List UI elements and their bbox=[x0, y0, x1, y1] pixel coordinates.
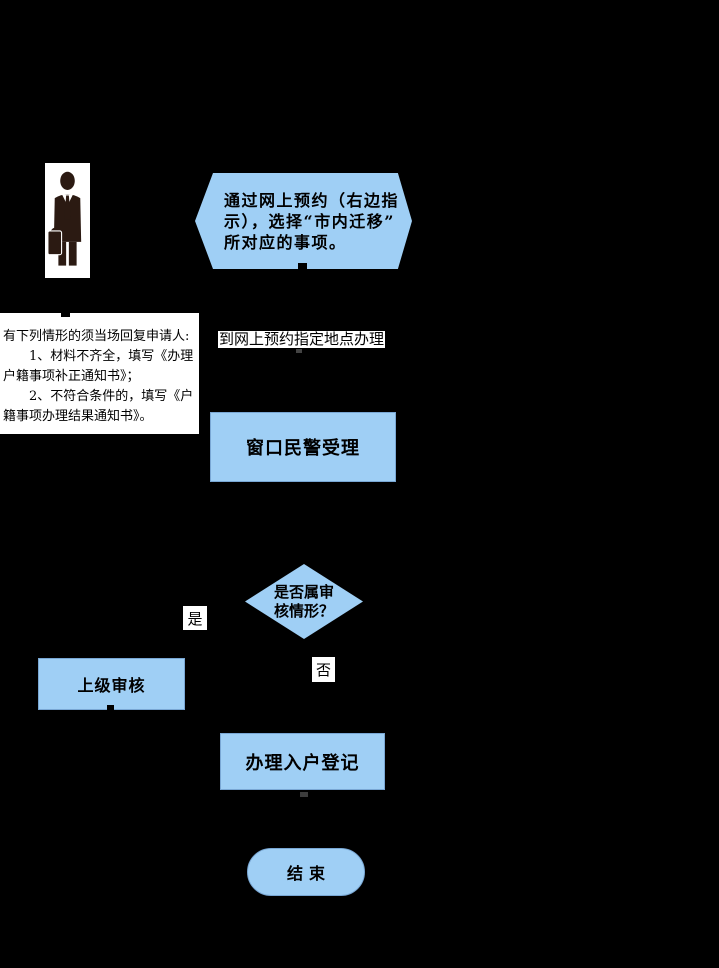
note-line: 有下列情形的须当场回复申请人: bbox=[3, 329, 190, 344]
businessman-icon bbox=[47, 171, 82, 266]
note-line: 户籍事项补正通知书》； bbox=[3, 369, 140, 384]
note-line: 2、不符合条件的，填写《户 bbox=[3, 389, 194, 404]
hexagon-text-line: 所对应的事项。 bbox=[224, 232, 347, 252]
decision-text-line: 核情形？ bbox=[273, 601, 334, 620]
arrow-stub-note-top bbox=[61, 313, 70, 317]
arrow-stub-superior-bottom bbox=[107, 705, 114, 711]
register-box: 办理入户登记 bbox=[220, 733, 385, 790]
note-line: 籍事项办理结果通知书》。 bbox=[3, 409, 153, 424]
note-box: 有下列情形的须当场回复申请人: 1、材料不齐全，填写《办理 户籍事项补正通知书》… bbox=[0, 313, 199, 434]
note-line: 1、材料不齐全，填写《办理 bbox=[3, 349, 194, 364]
superior-review-box: 上级审核 bbox=[38, 658, 185, 710]
start-hexagon: 通过网上预约（右边指 示），选择“市内迁移” 所对应的事项。 bbox=[195, 173, 412, 269]
decision-diamond: 是否属审 核情形？ bbox=[245, 564, 363, 639]
decision-text-line: 是否属审 bbox=[273, 582, 334, 601]
yes-branch-label: 是 bbox=[183, 606, 207, 630]
arrow-stub-register-bottom bbox=[300, 792, 308, 797]
window-accept-box: 窗口民警受理 bbox=[210, 412, 396, 482]
arrow-stub-hexagon-bottom bbox=[298, 263, 307, 269]
online-booking-label: 到网上预约指定地点办理 bbox=[218, 330, 386, 348]
applicant-figure-box bbox=[45, 163, 90, 278]
end-terminator: 结束 bbox=[247, 848, 365, 896]
arrow-stub-label-bottom bbox=[296, 349, 302, 353]
no-branch-label: 否 bbox=[312, 657, 335, 682]
hexagon-text-line: 示），选择“市内迁移” bbox=[224, 211, 395, 231]
hexagon-text-line: 通过网上预约（右边指 bbox=[224, 190, 400, 210]
